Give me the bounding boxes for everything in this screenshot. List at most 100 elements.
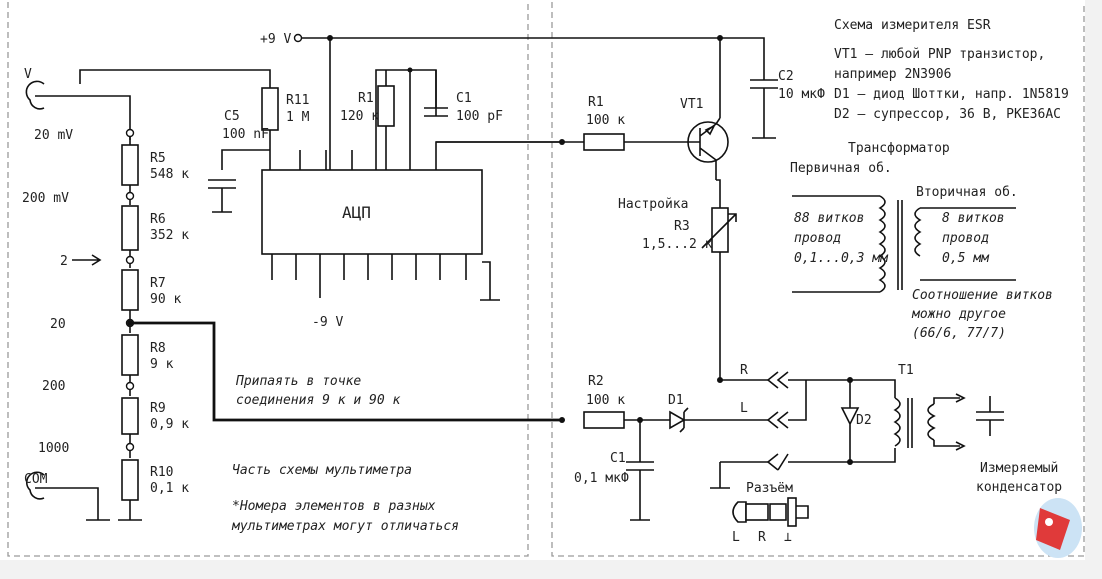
numbers-note-1: *Номера элементов в разных	[232, 499, 436, 514]
d1-label: D1	[668, 393, 684, 408]
r2-value: 100 к	[586, 393, 625, 408]
v-label: V	[24, 67, 32, 82]
c5-value: 100 nF	[222, 127, 269, 142]
range-2: 2	[60, 254, 68, 269]
note-vt1: VT1 – любой PNP транзистор,	[834, 47, 1045, 62]
input-divider	[25, 80, 142, 521]
connector-label: Разъём	[746, 481, 793, 496]
transformer-title: Трансформатор	[848, 141, 950, 156]
esr-r1-name: R1	[588, 95, 604, 110]
numbers-note-2: мультиметрах могут отличаться	[231, 519, 459, 534]
range-200: 200	[42, 379, 65, 394]
r3-name: R3	[674, 219, 690, 234]
c2-value: 10 мкФ	[778, 87, 825, 102]
resistor-r6	[121, 205, 139, 251]
resistor-r1-120k	[377, 85, 395, 127]
section-borders	[7, 2, 1085, 557]
esr-section	[436, 35, 1016, 527]
r9-name: R9	[150, 401, 166, 416]
range-20mv: 20 mV	[34, 128, 73, 143]
esr-c1-name: C1	[610, 451, 626, 466]
range-20: 20	[50, 317, 66, 332]
range-200mv: 200 mV	[22, 191, 69, 206]
t1-label: T1	[898, 363, 914, 378]
plug-gnd-label: ⊥	[784, 530, 792, 545]
r10-value: 0,1 к	[150, 481, 189, 496]
note-d1: D1 – диод Шоттки, напр. 1N5819	[834, 87, 1069, 102]
adc-chip	[261, 169, 483, 255]
primary-turns: 88 витков	[794, 211, 864, 226]
resistor-r9	[121, 397, 139, 435]
pin-l-label: L	[740, 401, 748, 416]
c1-100pf-name: C1	[456, 91, 472, 106]
plug-r-label: R	[758, 530, 766, 545]
setup-label: Настройка	[618, 197, 688, 212]
r11-name: R11	[286, 93, 309, 108]
measured-cap-1: Измеряемый	[980, 461, 1058, 476]
r5-name: R5	[150, 151, 166, 166]
t1-primary	[893, 397, 901, 447]
esr-c1-value: 0,1 мкФ	[574, 471, 629, 486]
resistor-r7	[121, 269, 139, 311]
connector-plug	[732, 497, 809, 527]
note-d2: D2 – супрессор, 36 В, PKE36AC	[834, 107, 1061, 122]
d2-label: D2	[856, 413, 872, 428]
esr-r1-value: 100 к	[586, 113, 625, 128]
secondary-wire: провод	[942, 231, 989, 246]
primary-title: Первичная об.	[790, 161, 892, 176]
secondary-diameter: 0,5 мм	[942, 251, 990, 266]
primary-wire: провод	[794, 231, 841, 246]
resistor-r8	[121, 334, 139, 376]
plug-l-label: L	[732, 530, 740, 545]
diagram-title: Схема измерителя ESR	[834, 18, 991, 33]
r8-name: R8	[150, 341, 166, 356]
solder-note-2: соединения 9 к и 90 к	[236, 393, 401, 408]
r11-value: 1 М	[286, 110, 310, 125]
r1-120k-name: R1	[358, 91, 374, 106]
ratio-note-2: можно другое	[911, 307, 1006, 322]
r5-value: 548 к	[150, 167, 189, 182]
plus9-label: +9 V	[260, 32, 291, 47]
r7-name: R7	[150, 276, 166, 291]
com-label: COM	[24, 472, 48, 487]
r6-name: R6	[150, 212, 166, 227]
vt1-label: VT1	[680, 97, 703, 112]
solder-link-wire	[130, 321, 562, 422]
secondary-title: Вторичная об.	[916, 185, 1018, 200]
r7-value: 90 к	[150, 292, 181, 307]
transformer-primary	[878, 195, 886, 293]
r3-value: 1,5...2 к	[642, 237, 713, 252]
minus9-label: -9 V	[312, 315, 343, 330]
labels: V 20 mV 200 mV 2 20 200 1000 COM R5 548 …	[22, 18, 1069, 545]
resistor-r11	[261, 87, 279, 131]
resistor-r10	[121, 459, 139, 501]
logo-icon	[1034, 498, 1082, 558]
part-note: Часть схемы мультиметра	[232, 463, 412, 478]
r8-value: 9 к	[150, 357, 174, 372]
secondary-turns: 8 витков	[942, 211, 1005, 226]
c2-name: C2	[778, 69, 794, 84]
pin-r-label: R	[740, 363, 748, 378]
range-1000: 1000	[38, 441, 69, 456]
resistor-r2	[583, 411, 625, 429]
solder-note-1: Припаять в точке	[235, 374, 361, 389]
r6-value: 352 к	[150, 228, 189, 243]
r1-120k-value: 120 к	[340, 109, 379, 124]
measured-cap-2: конденсатор	[976, 480, 1062, 495]
adc-label: АЦП	[342, 203, 371, 222]
resistor-r1-100k	[583, 133, 625, 151]
note-vt1-example: например 2N3906	[834, 67, 951, 82]
adc-section	[79, 33, 720, 301]
ratio-note-3: (66/6, 77/7)	[912, 326, 1006, 341]
r10-name: R10	[150, 465, 173, 480]
c5-name: C5	[224, 109, 240, 124]
ratio-note-1: Соотношение витков	[912, 288, 1053, 303]
primary-diameter: 0,1...0,3 мм	[794, 251, 889, 266]
transistor-vt1	[687, 121, 729, 163]
c1-100pf-value: 100 pF	[456, 109, 503, 124]
r2-name: R2	[588, 374, 604, 389]
r9-value: 0,9 к	[150, 417, 189, 432]
resistor-r5	[121, 144, 139, 186]
